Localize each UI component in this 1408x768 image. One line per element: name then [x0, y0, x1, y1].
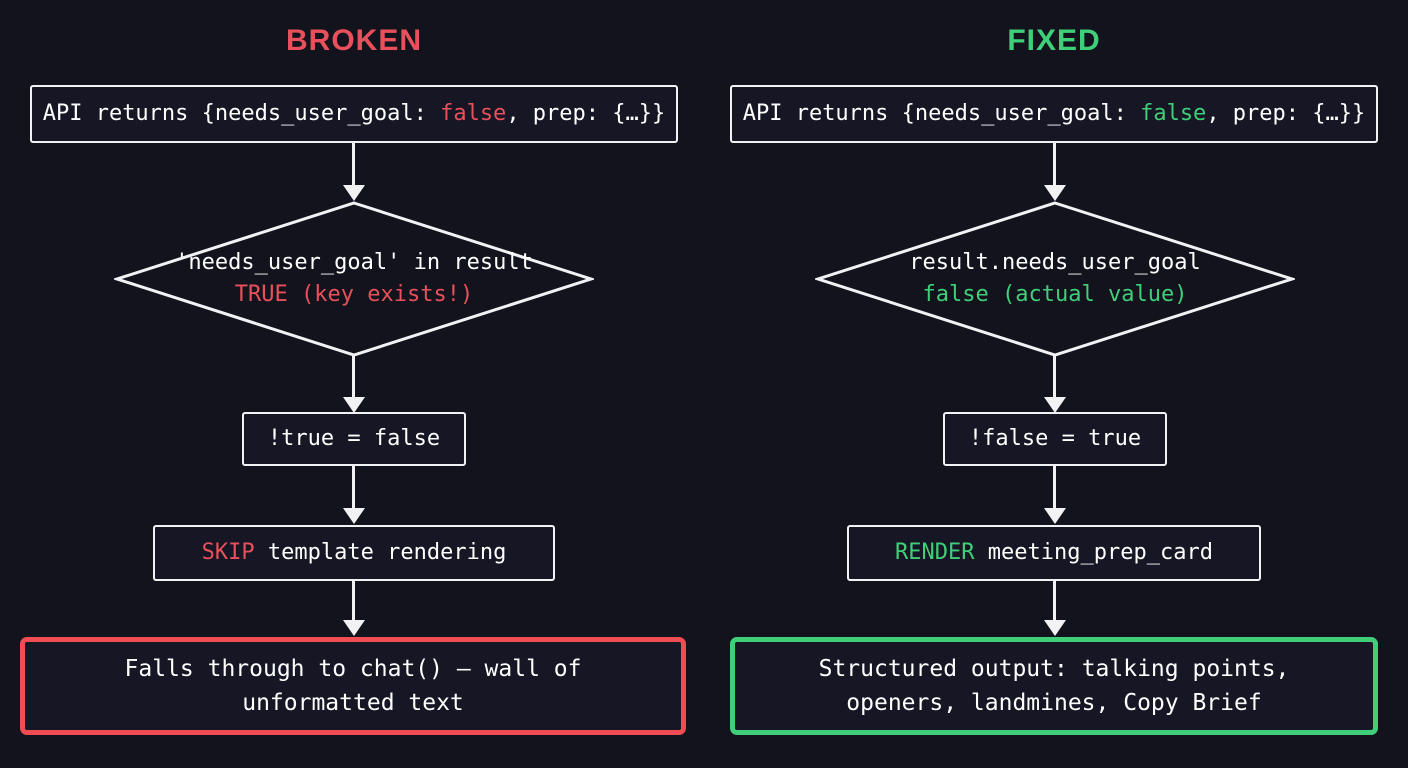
broken-connector-2 [352, 355, 355, 399]
fixed-arrowhead-1 [1044, 185, 1066, 201]
fixed-api-text: API returns {needs_user_goal: false, pre… [743, 99, 1366, 129]
fixed-diamond-line2: false (actual value) [922, 282, 1188, 307]
fixed-connector-2 [1053, 355, 1056, 399]
fixed-api-suffix: , prep: {…}} [1206, 101, 1366, 127]
fixed-api-value: false [1140, 101, 1207, 127]
broken-api-suffix: , prep: {…}} [506, 101, 666, 127]
fixed-api-prefix: API returns {needs_user_goal: [742, 101, 1141, 127]
broken-diamond-line2: TRUE (key exists!) [234, 282, 474, 307]
broken-action-box: SKIP template rendering [153, 525, 555, 581]
broken-diamond-line1: 'needs_user_goal' in result [175, 250, 533, 276]
fixed-action-text: RENDER meeting_prep_card [895, 538, 1213, 568]
column-title-broken: BROKEN [285, 24, 422, 57]
broken-arrowhead-2 [343, 397, 365, 413]
broken-diamond-label: 'needs_user_goal' in result TRUE (key ex… [114, 200, 594, 358]
broken-action-rest: template rendering [254, 540, 507, 566]
fixed-arrowhead-2 [1044, 397, 1066, 413]
fixed-action-keyword: RENDER [895, 540, 975, 566]
fixed-action-rest: meeting_prep_card [974, 540, 1213, 566]
fixed-api-returns-box: API returns {needs_user_goal: false, pre… [730, 85, 1378, 143]
fixed-connector-4 [1053, 581, 1056, 625]
broken-outcome-box: Falls through to chat() — wall of unform… [20, 637, 686, 735]
fixed-diamond-label: result.needs_user_goal false (actual val… [815, 200, 1295, 358]
broken-decision-diamond: 'needs_user_goal' in result TRUE (key ex… [114, 200, 594, 358]
broken-api-text: API returns {needs_user_goal: false, pre… [43, 99, 666, 129]
broken-api-prefix: API returns {needs_user_goal: [42, 101, 441, 127]
broken-negation-box: !true = false [242, 412, 466, 466]
broken-action-keyword: SKIP [201, 540, 255, 566]
broken-arrowhead-1 [343, 185, 365, 201]
fixed-arrowhead-3 [1044, 508, 1066, 524]
broken-connector-3 [352, 466, 355, 510]
broken-connector-1 [352, 143, 355, 187]
fixed-decision-diamond: result.needs_user_goal false (actual val… [815, 200, 1295, 358]
fixed-diamond-line1: result.needs_user_goal [909, 250, 1201, 276]
column-title-fixed: FIXED [1007, 24, 1101, 57]
fixed-action-box: RENDER meeting_prep_card [847, 525, 1261, 581]
fixed-outcome-box: Structured output: talking points, opene… [730, 637, 1378, 735]
fixed-connector-1 [1053, 143, 1056, 187]
broken-connector-4 [352, 581, 355, 625]
broken-api-value: false [440, 101, 507, 127]
broken-api-returns-box: API returns {needs_user_goal: false, pre… [30, 85, 678, 143]
broken-arrowhead-3 [343, 508, 365, 524]
fixed-connector-3 [1053, 466, 1056, 510]
broken-action-text: SKIP template rendering [202, 538, 507, 568]
broken-arrowhead-4 [343, 620, 365, 636]
fixed-negation-box: !false = true [943, 412, 1167, 466]
fixed-arrowhead-4 [1044, 620, 1066, 636]
